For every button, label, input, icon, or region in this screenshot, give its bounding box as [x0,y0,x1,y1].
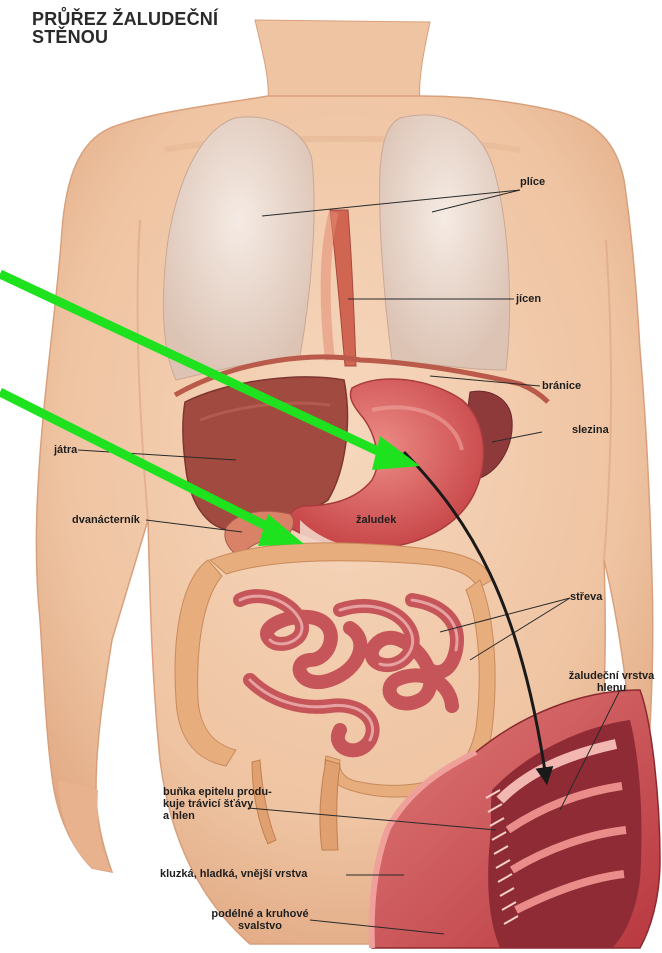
neck [255,20,430,100]
label-zaludek: žaludek [356,514,396,526]
figure-title: PRŮŘEZ ŽALUDEČNÍ STĚNOU [32,10,218,46]
label-bunka-epitelu: buňka epitelu produ- kuje trávicí šťávy … [163,786,272,822]
label-slezina: slezina [572,424,609,436]
label-svalstvo-line2: svalstvo [238,920,282,932]
label-jicen: jícen [516,293,541,305]
label-svalstvo-line1: podélné a kruhové [211,908,308,920]
label-branice: bránice [542,380,581,392]
label-dvanacternik: dvanácterník [72,514,140,526]
label-zaludecni-vrstva-line1: žaludeční vrstva [569,670,655,682]
label-plice: plíce [520,176,545,188]
label-svalstvo: podélné a kruhové svalstvo [200,908,320,932]
label-zaludecni-vrstva: žaludeční vrstva hlenu [561,670,662,694]
label-bunka-line1: buňka epitelu produ- [163,786,272,798]
figure-title-line1: PRŮŘEZ ŽALUDEČNÍ [32,9,218,29]
left-hand [58,780,112,872]
figure-title-line2: STĚNOU [32,27,108,47]
label-zaludecni-vrstva-line2: hlenu [597,682,626,694]
label-bunka-line3: a hlen [163,810,195,822]
label-streva: střeva [570,591,602,603]
label-bunka-line2: kuje trávicí šťávy [163,798,253,810]
label-kluzka-vrstva: kluzká, hladká, vnější vrstva [160,868,307,880]
label-jatra: játra [54,444,77,456]
